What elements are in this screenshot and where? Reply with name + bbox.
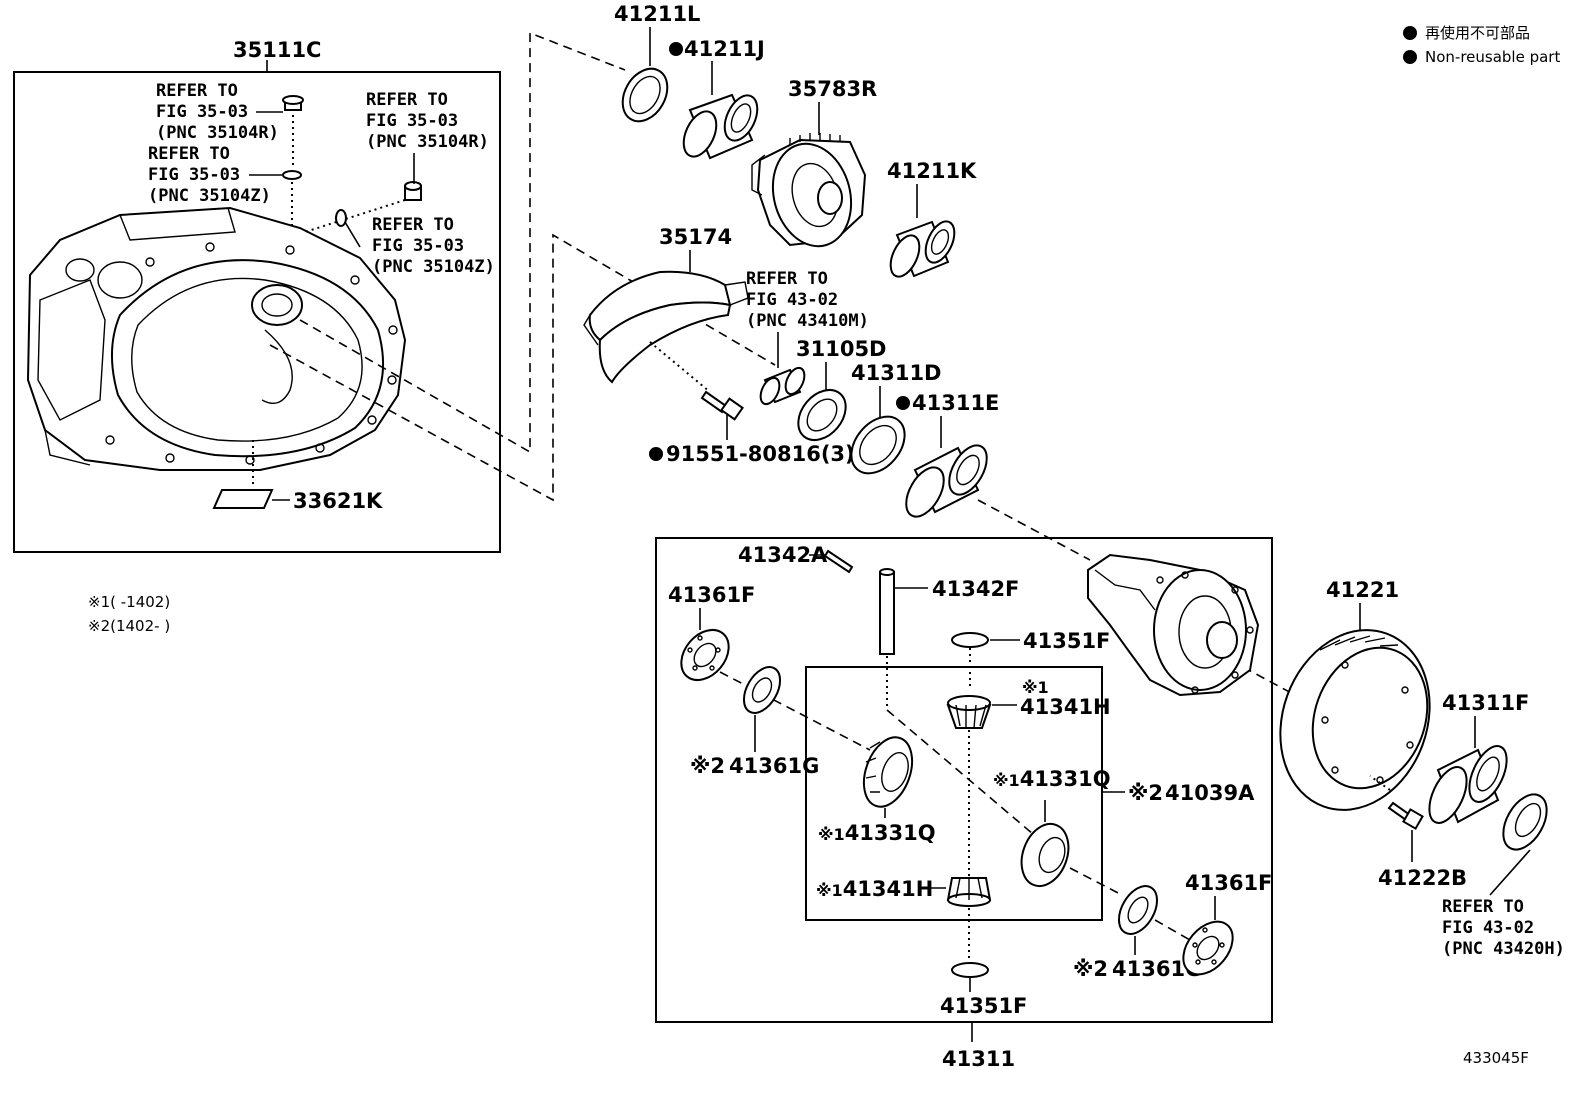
- label-41211L[interactable]: 41211L: [614, 2, 700, 26]
- bolt-41222B: [1387, 801, 1424, 830]
- label-41331Q-b[interactable]: ※141331Q: [818, 821, 936, 845]
- label-41342F[interactable]: 41342F: [932, 577, 1019, 601]
- thrust-washer-41351F-b: [951, 962, 989, 978]
- oil-seal-43420H: [1502, 793, 1548, 851]
- label-41222B[interactable]: 41222B: [1378, 866, 1467, 890]
- non-reusable-marker-icon: [649, 447, 663, 461]
- label-41221[interactable]: 41221: [1326, 578, 1399, 602]
- filler-gasket: [335, 209, 347, 227]
- refer-note-35104Z-b[interactable]: REFER TO FIG 35-03 (PNC 35104Z): [372, 215, 495, 277]
- thrust-washer-41361F-a: [680, 628, 730, 682]
- bearing-41211K: [889, 220, 956, 278]
- thrust-washer-41361F-b: [1182, 920, 1234, 976]
- side-gear-41331Q-a: [862, 736, 914, 808]
- refer-note-35104R-a[interactable]: REFER TO FIG 35-03 (PNC 35104R): [156, 81, 279, 143]
- label-35174[interactable]: 35174: [659, 225, 732, 249]
- non-reusable-marker-icon: [1403, 50, 1417, 64]
- plug-gasket: [282, 170, 302, 180]
- driven-gear-35783R: [751, 133, 867, 248]
- legend: 再使用不可部品 Non-reusable part: [1403, 24, 1560, 66]
- refer-note-35104Z-a[interactable]: REFER TO FIG 35-03 (PNC 35104Z): [148, 144, 271, 206]
- label-41341H-a[interactable]: 41341H: [1020, 695, 1111, 719]
- transaxle-case-box: [13, 71, 501, 553]
- label-41211K[interactable]: 41211K: [887, 159, 977, 183]
- diff-assembly-box: [655, 537, 1273, 1023]
- label-41351F-b[interactable]: 41351F: [940, 994, 1027, 1018]
- shim-41311D: [850, 415, 906, 475]
- label-41351F-a[interactable]: 41351F: [1023, 629, 1110, 653]
- label-41039A[interactable]: ※241039A: [1128, 781, 1255, 805]
- label-35111C[interactable]: 35111C: [233, 38, 321, 62]
- pinion-gear-41341H-b: [946, 877, 992, 907]
- non-reusable-marker-icon: [1403, 26, 1417, 40]
- bearing-41311F: [1428, 745, 1508, 824]
- note-1: ※1( -1402): [88, 593, 170, 611]
- legend-en: Non-reusable part: [1425, 48, 1560, 66]
- diagram-code: 433045F: [1463, 1049, 1529, 1067]
- label-41361F-a[interactable]: 41361F: [668, 583, 755, 607]
- differential-case: [1087, 553, 1260, 697]
- pinion-shaft-41342F: [879, 568, 895, 655]
- label-91551-80816[interactable]: 91551-80816(3): [666, 442, 855, 466]
- label-41361F-b[interactable]: 41361F: [1185, 871, 1272, 895]
- label-41341H-b[interactable]: ※141341H: [816, 877, 933, 901]
- refer-note-43420H[interactable]: REFER TO FIG 43-02 (PNC 43420H): [1442, 897, 1565, 959]
- label-41211J[interactable]: 41211J: [684, 37, 765, 61]
- drain-plug: [282, 95, 304, 111]
- label-31105D[interactable]: 31105D: [796, 337, 887, 361]
- thrust-washer-41351F-a: [951, 632, 989, 648]
- oil-seal-31105D: [797, 388, 847, 442]
- mark-41341H-a: ※1: [1022, 678, 1049, 697]
- thrust-washer-41361G-a: [742, 666, 782, 714]
- label-35783R[interactable]: 35783R: [788, 77, 877, 101]
- side-gear-41331Q-b: [1020, 823, 1070, 887]
- label-41311[interactable]: 41311: [942, 1047, 1015, 1071]
- note-2: ※2(1402- ): [88, 617, 170, 635]
- gear-set-box: [805, 666, 1103, 921]
- bearing-41311E: [905, 444, 988, 518]
- ring-gear-41221: [1279, 629, 1431, 811]
- label-41311E[interactable]: 41311E: [912, 391, 999, 415]
- refer-note-35104R-b[interactable]: REFER TO FIG 35-03 (PNC 35104R): [366, 90, 489, 152]
- label-41311D[interactable]: 41311D: [851, 361, 942, 385]
- pinion-gear-41341H-a: [946, 695, 992, 729]
- label-33621K[interactable]: 33621K: [293, 489, 383, 513]
- non-reusable-marker-icon: [896, 396, 910, 410]
- bearing-41211J: [682, 93, 759, 160]
- oil-receiver-35174: [583, 270, 749, 384]
- bolt-91551-80816: [700, 390, 744, 421]
- oil-seal-43410M: [759, 366, 806, 406]
- filler-plug: [404, 181, 422, 201]
- non-reusable-marker-icon: [669, 42, 683, 56]
- thrust-washer-41361G-b: [1118, 885, 1158, 935]
- refer-note-43410M[interactable]: REFER TO FIG 43-02 (PNC 43410M): [746, 269, 869, 331]
- label-41311F[interactable]: 41311F: [1442, 691, 1529, 715]
- label-41331Q-a[interactable]: ※141331Q: [993, 767, 1111, 791]
- legend-jp: 再使用不可部品: [1425, 24, 1530, 42]
- pin-41342A: [823, 549, 854, 574]
- oil-seal-41211L: [621, 67, 669, 123]
- plate-33621K: [212, 489, 274, 509]
- transaxle-case: [26, 206, 407, 471]
